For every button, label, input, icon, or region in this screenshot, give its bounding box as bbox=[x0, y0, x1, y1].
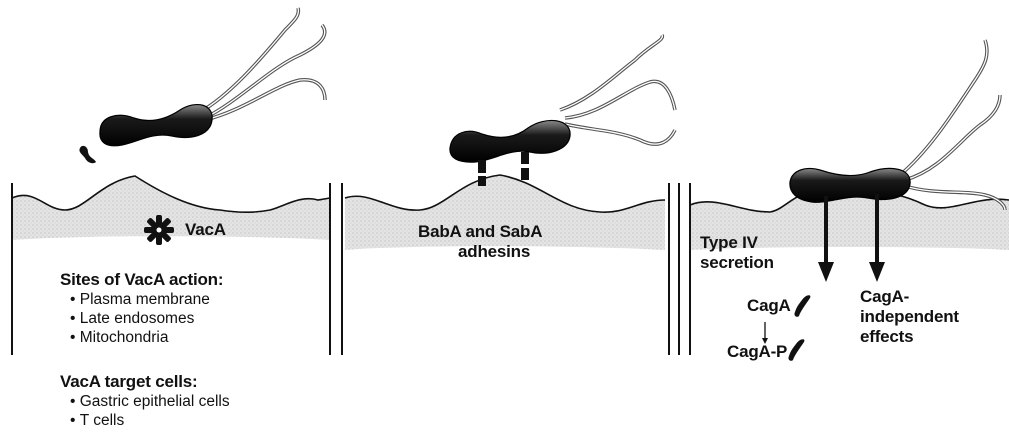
caga-p-label: CagA-P bbox=[727, 342, 787, 362]
sites-heading: Sites of VacA action: bbox=[60, 270, 223, 290]
independent-line2: independent bbox=[860, 307, 959, 327]
secretion-line2: secretion bbox=[700, 253, 774, 273]
target-item: Gastric epithelial cells bbox=[70, 392, 230, 411]
target-item: T cells bbox=[70, 411, 230, 430]
adhesin-left bbox=[478, 160, 486, 173]
independent-line1: CagA- bbox=[860, 287, 909, 307]
vaca-toxin-icon bbox=[144, 215, 174, 245]
caga-icon bbox=[794, 295, 810, 317]
site-item: Plasma membrane bbox=[70, 290, 210, 309]
panel2-epithelium bbox=[342, 175, 669, 355]
sites-list: Plasma membrane Late endosomes Mitochond… bbox=[70, 290, 210, 347]
bacterium-1 bbox=[79, 8, 325, 163]
site-item: Mitochondria bbox=[70, 328, 210, 347]
adhesins-line2: adhesins bbox=[458, 242, 530, 262]
site-item: Late endosomes bbox=[70, 309, 210, 328]
adhesin-right bbox=[521, 168, 529, 180]
vaca-label: VacA bbox=[185, 220, 226, 240]
adhesins-line1: BabA and SabA bbox=[418, 222, 542, 242]
bacterium-3 bbox=[790, 40, 1005, 210]
targets-list: Gastric epithelial cells T cells bbox=[70, 392, 230, 430]
secretion-line1: Type IV bbox=[700, 233, 758, 253]
caga-label: CagA bbox=[747, 296, 791, 316]
targets-heading: VacA target cells: bbox=[60, 372, 198, 392]
independent-line3: effects bbox=[860, 327, 913, 347]
bacterium-2 bbox=[450, 35, 675, 186]
caga-p-icon bbox=[788, 339, 804, 361]
